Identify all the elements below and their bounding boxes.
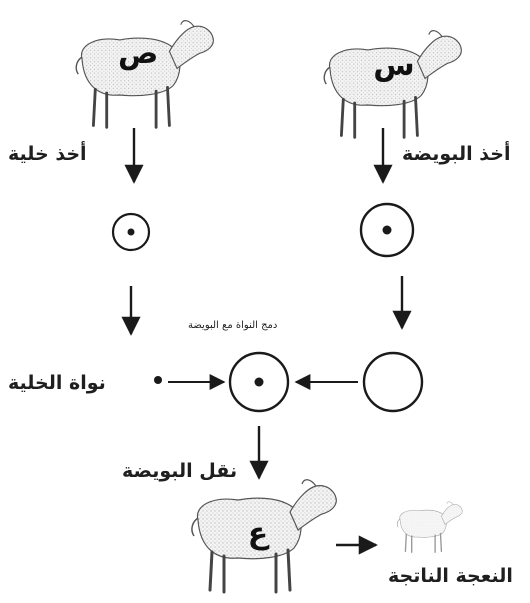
label-fuse: دمج النواة مع البويضة: [188, 320, 278, 331]
sheep-donor-egg: [322, 29, 463, 139]
label-take-cell: أخذ خلية: [8, 143, 87, 165]
sheep-result: [396, 501, 463, 553]
egg-cell: [359, 202, 415, 258]
sheep-letter-seen: س: [373, 48, 415, 83]
label-take-egg: أخذ البويضة: [402, 143, 511, 165]
enucleated-egg: [362, 351, 424, 413]
label-transfer-egg: نقل البويضة: [122, 460, 238, 482]
sheep-letter-sad: ص: [118, 36, 159, 71]
fused-egg: [228, 351, 290, 413]
donor-cell: [111, 212, 151, 252]
label-cell-nucleus: نواة الخلية: [8, 372, 106, 394]
cell-nucleus-dot: [154, 376, 162, 384]
label-result: النعجة الناتجة: [388, 565, 513, 587]
sheep-letter-ain: ع: [247, 516, 269, 551]
